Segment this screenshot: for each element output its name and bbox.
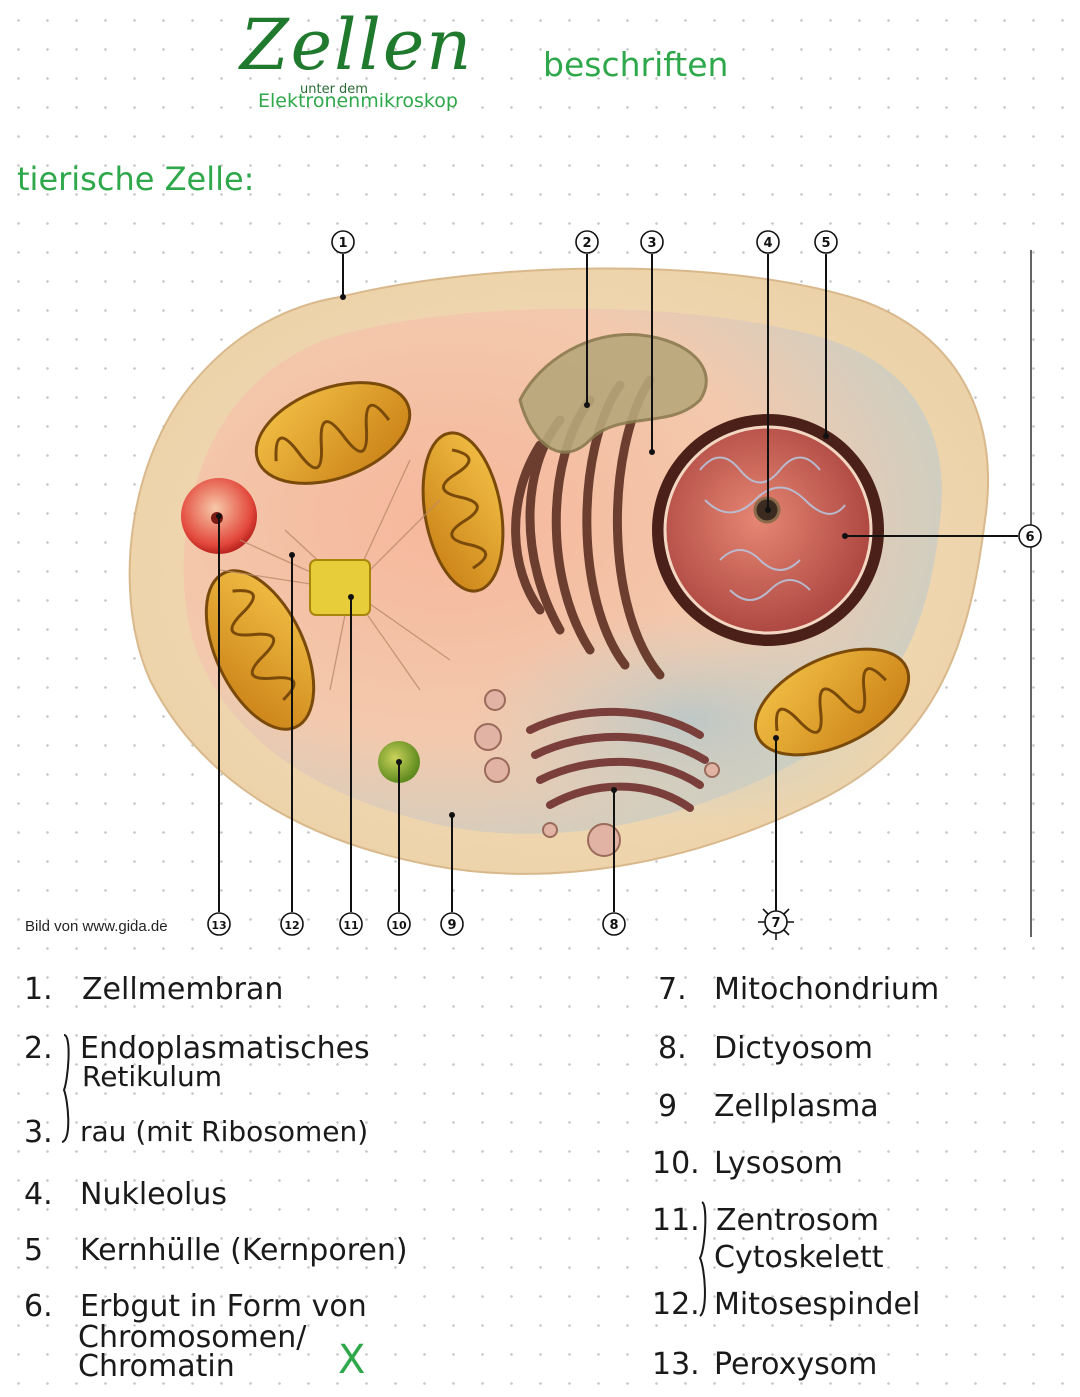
callout-12: 12	[281, 913, 303, 935]
legend-number: 3.	[24, 1118, 53, 1148]
legend-number: 8.	[658, 1034, 687, 1064]
callout-7: 7	[758, 904, 794, 940]
animal-cell-figure: 1 2 3 4 5 6 7 8 9 10 11 12 13	[0, 0, 1080, 960]
legend-label: Nukleolus	[80, 1180, 227, 1210]
legend-label: Chromatin	[78, 1352, 235, 1382]
callout-10: 10	[388, 913, 410, 935]
legend-label: Peroxysom	[714, 1350, 877, 1380]
legend-label: Kernhülle (Kernporen)	[80, 1236, 408, 1266]
legend-number: 1.	[24, 975, 53, 1005]
callout-8: 8	[603, 913, 625, 935]
legend-number: 11.	[652, 1206, 700, 1236]
legend-label: Mitochondrium	[714, 975, 939, 1005]
callout-2: 2	[576, 231, 598, 253]
legend-label: Zellplasma	[714, 1092, 879, 1122]
legend-number: 13.	[652, 1350, 700, 1380]
legend-label: Lysosom	[714, 1149, 843, 1179]
image-credit: Bild von www.gida.de	[25, 918, 168, 935]
callout-13: 13	[208, 913, 230, 935]
svg-text:8: 8	[609, 918, 618, 933]
svg-text:13: 13	[211, 919, 226, 932]
callout-1: 1	[332, 231, 354, 253]
callout-6: 6	[1019, 525, 1041, 547]
svg-text:9: 9	[447, 918, 456, 933]
svg-text:6: 6	[1025, 530, 1034, 545]
legend-label: Dictyosom	[714, 1034, 873, 1064]
callout-9: 9	[441, 913, 463, 935]
svg-text:4: 4	[763, 236, 772, 251]
legend-label: Zellmembran	[82, 975, 283, 1005]
legend-label: Cytoskelett	[714, 1243, 884, 1273]
svg-text:11: 11	[343, 919, 358, 932]
callout-11: 11	[340, 913, 362, 935]
legend-label: rau (mit Ribosomen)	[80, 1118, 368, 1146]
svg-text:3: 3	[647, 236, 656, 251]
centrosome-shape	[310, 560, 370, 615]
svg-text:7: 7	[771, 916, 780, 931]
legend-number: 7.	[658, 975, 687, 1005]
legend-number: 12.	[652, 1290, 700, 1320]
svg-text:1: 1	[338, 236, 347, 251]
legend-number: 9	[658, 1092, 677, 1122]
callout-4: 4	[757, 231, 779, 253]
legend-label: Erbgut in Form von	[80, 1292, 367, 1322]
legend-label: Mitosespindel	[714, 1290, 920, 1320]
legend-number: 2.	[24, 1034, 53, 1064]
legend-number: 10.	[652, 1149, 700, 1179]
legend-number: 6.	[24, 1292, 53, 1322]
legend-label: Retikulum	[82, 1063, 222, 1091]
svg-text:5: 5	[821, 236, 830, 251]
svg-text:12: 12	[284, 919, 299, 932]
legend-number: 4.	[24, 1180, 53, 1210]
legend-number: 5	[24, 1236, 43, 1266]
callout-3: 3	[641, 231, 663, 253]
svg-text:2: 2	[582, 236, 591, 251]
svg-text:10: 10	[391, 919, 407, 932]
legend-label: Zentrosom	[716, 1206, 879, 1236]
check-mark: X	[338, 1340, 365, 1380]
callout-5: 5	[815, 231, 837, 253]
